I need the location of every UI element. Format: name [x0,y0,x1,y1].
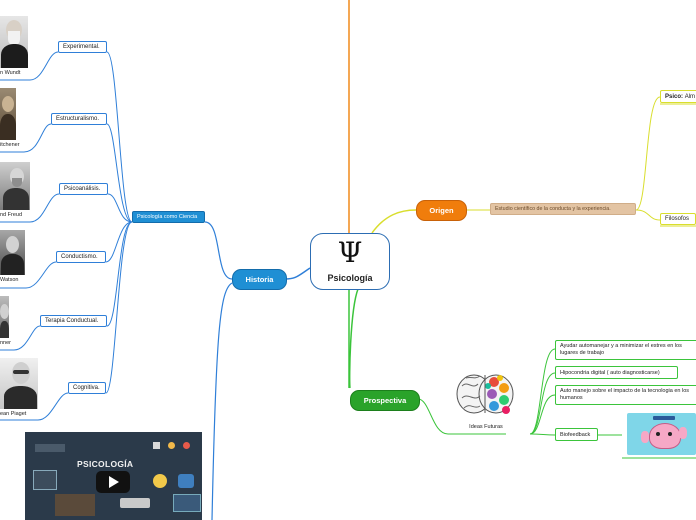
prospect-item-estres-text: Ayudar automanejar y a minimizar el estr… [560,343,682,356]
prospectiva-topic[interactable]: Prospectiva [350,390,420,411]
brain-icon [456,374,514,414]
play-button-icon[interactable] [96,471,130,493]
person-label: nd Freud [0,212,23,218]
person-label: n Wundt [0,70,21,76]
center-origen-line [371,209,417,234]
psico-bold: Psico: [665,93,684,100]
ideas-futuras-label: Ideas Futuras [469,424,503,430]
freud-portrait [0,162,30,210]
branch-cognitiva[interactable]: Cognitiva. [68,382,106,394]
branch-line-1 [106,51,133,223]
origen-description[interactable]: Estudio científico de la conducta y la e… [490,203,636,215]
brain-image [454,366,516,422]
origen-filosofos-item[interactable]: Filosofos [660,213,696,225]
prospect-item-tecnologia-text: Auto manejo sobre el impacto de la tecno… [560,388,690,401]
center-prospectiva-line [348,288,359,389]
branch-line-3 [107,193,133,223]
branch-conductismo[interactable]: Conductismo. [56,251,106,263]
person-label: Watson [0,277,19,283]
branch-terapia-conductual[interactable]: Terapia Conductual. [40,315,107,327]
prospect-item-tecnologia[interactable]: Auto manejo sobre el impacto de la tecno… [555,385,696,405]
psicologia-ciencia-topic[interactable]: Psicología como Ciencia [132,211,205,223]
branch-psicoanalisis[interactable]: Psicoanálisis. [59,183,108,195]
wundt-portrait [0,16,28,68]
watson-portrait [0,230,25,275]
skinner-portrait [0,296,9,338]
biofeedback-image [627,413,696,455]
video-thumbnail[interactable]: PSICOLOGÍA [25,432,202,520]
branch-line-2 [106,123,133,223]
branch-line-6 [105,221,133,394]
prospect-item-hipocondria[interactable]: Hipocondria digital ( auto diagnosticars… [555,366,678,379]
psi-symbol: Ψ [337,236,363,269]
psico-rest: Alm [684,93,696,100]
central-title: Psicología [327,273,373,283]
titchener-portrait [0,88,16,140]
filosofos-label: Filosofos [665,216,690,222]
historia-topic[interactable]: Historia [232,269,287,290]
historia-subtopic-line [204,221,233,280]
origen-topic[interactable]: Origen [416,200,467,221]
prospect-item-estres[interactable]: Ayudar automanejar y a minimizar el estr… [555,340,696,360]
historia-video-line [211,282,233,520]
branch-estructuralismo[interactable]: Estructuralismo. [51,113,107,125]
prospect-item-biofeedback[interactable]: Biofeedback [555,428,598,441]
video-title: PSICOLOGÍA [77,459,134,469]
origen-psico-item[interactable]: Psico: Alm [660,90,696,103]
branch-experimental[interactable]: Experimental. [58,41,107,53]
person-label: ean Piaget [0,411,27,417]
person-label: itchener [0,142,20,148]
person-label: nner [0,340,12,346]
piaget-portrait [0,358,38,409]
central-topic[interactable]: Ψ Psicología [310,233,390,290]
branch-line-5 [106,221,133,327]
branch-line-4 [105,221,133,263]
center-historia-line [284,267,311,280]
